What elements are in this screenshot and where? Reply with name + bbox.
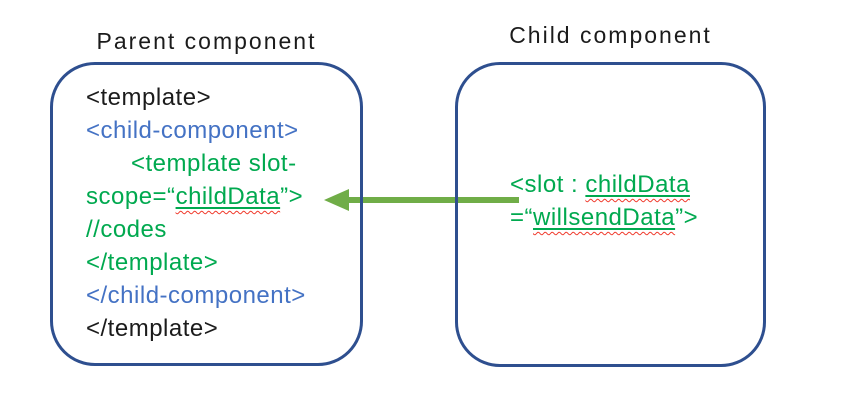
code-line-template-open: <template>	[86, 84, 212, 111]
code-text-segment: ”>	[675, 204, 699, 231]
code-line-willsenddata: =“willsendData”>	[510, 201, 698, 234]
misspelled-word-childdata: childData	[585, 171, 690, 198]
code-line-codes-comment: //codes	[86, 216, 167, 243]
parent-component-box	[50, 62, 363, 366]
child-component-title: Child component	[509, 22, 712, 48]
parent-component-title: Parent component	[96, 28, 317, 54]
child-component-box	[455, 62, 766, 367]
code-line-slot-scope: scope=“childData”>	[86, 180, 306, 213]
code-line-template-close-inner: </template>	[86, 249, 219, 276]
child-code-block: <slot : childData =“willsendData”>	[510, 168, 698, 234]
code-text-segment: ”>	[280, 183, 304, 210]
code-line-child-component-open: <child-component>	[86, 117, 299, 144]
misspelled-word-childdata: childData	[175, 183, 281, 210]
code-line-template-slot: <template slot-	[131, 150, 297, 177]
code-text-segment: =“	[510, 204, 534, 231]
code-line-slot-open: <slot : childData	[510, 168, 698, 201]
code-text-segment: scope=“	[86, 183, 176, 210]
parent-code-block: <template> <child-component> <template s…	[86, 81, 306, 345]
code-text-segment: <slot :	[510, 171, 586, 198]
code-line-child-component-close: </child-component>	[86, 282, 306, 309]
left-arrow-icon	[324, 189, 519, 211]
misspelled-word-willsenddata: willsendData	[533, 204, 676, 231]
code-line-template-close: </template>	[86, 315, 219, 342]
